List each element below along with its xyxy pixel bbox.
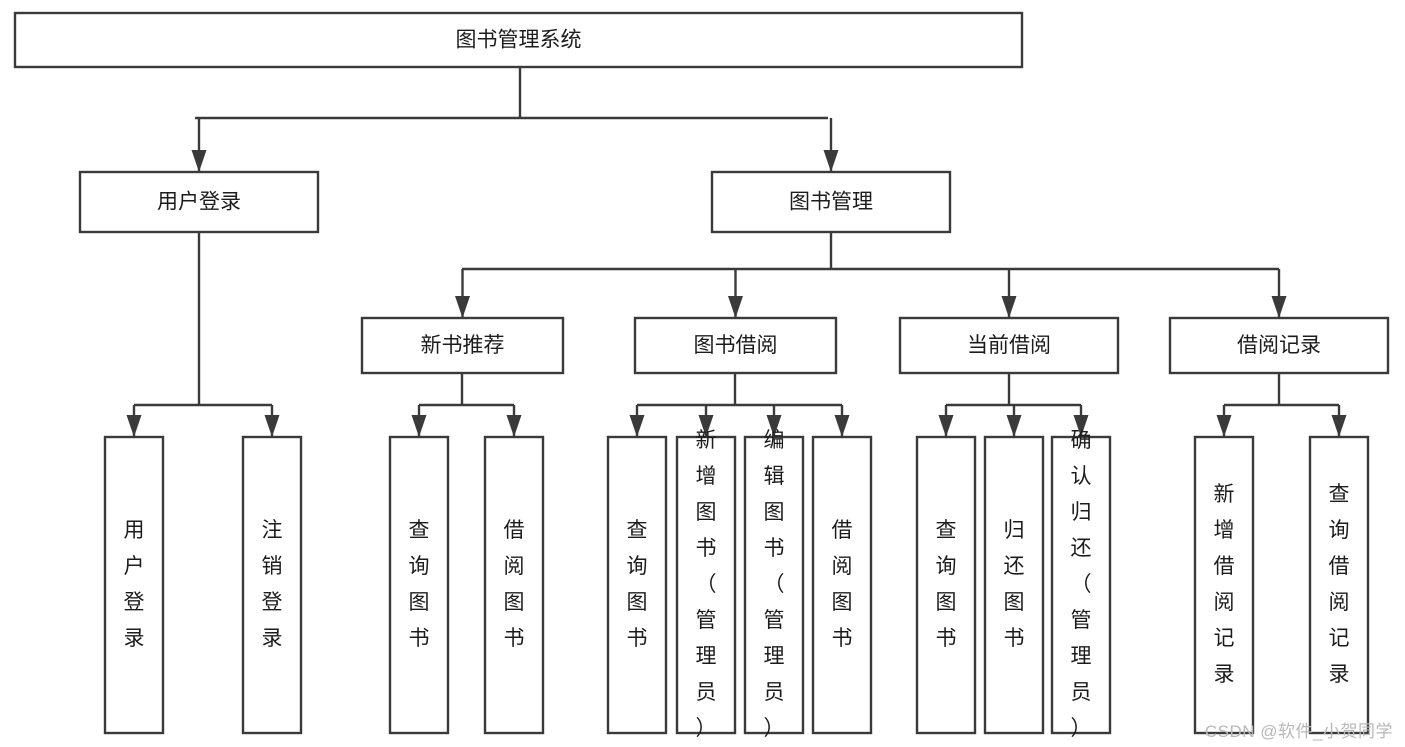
arrow-head-icon [728,296,743,318]
node-label-borrow-record: 借阅记录 [1237,334,1321,357]
node-label-current-borrow: 当前借阅 [967,334,1051,357]
node-label-book-borrow: 图书借阅 [694,334,778,357]
node-box-leaf-add-borrow-record[interactable] [1193,435,1255,735]
node-new-book-recommend[interactable]: 新书推荐 [360,316,565,375]
node-user-login[interactable]: 用户登录 [78,170,320,234]
arrow-head-icon [191,150,207,172]
arrow-head-icon [1006,415,1022,437]
node-box-leaf-query-borrow-record[interactable] [1308,435,1370,735]
node-box-leaf-confirm-return-admin[interactable] [1050,435,1112,735]
arrow-head-icon [1271,296,1287,318]
node-leaf-add-borrow-record[interactable]: 新增借阅记录 [1193,435,1255,735]
arrow-head-icon [766,415,782,437]
node-box-leaf-edit-book-admin[interactable] [743,435,805,735]
connector-layer [126,67,1347,437]
node-layer: 图书管理系统用户登录图书管理新书推荐图书借阅当前借阅借阅记录用户登录注销登录查询… [13,11,1390,740]
arrow-head-icon [506,415,522,437]
node-box-leaf-query-book-2[interactable] [606,435,668,735]
node-box-leaf-user-login[interactable] [103,435,165,735]
node-leaf-return-book[interactable]: 归还图书 [983,435,1045,735]
node-label-leaf-query-borrow-record: 查询借阅记录 [1329,483,1350,686]
node-box-user-login[interactable] [78,170,320,234]
arrow-head-icon [411,415,427,437]
arrow-head-icon [126,415,142,437]
node-box-leaf-query-book-1[interactable] [388,435,450,735]
node-box-new-book-recommend[interactable] [360,316,565,375]
node-label-leaf-borrow-book-1: 借阅图书 [504,519,525,650]
watermark-label: CSDN @软件_小贺同学 [1204,722,1393,741]
node-leaf-query-book-2[interactable]: 查询图书 [606,435,668,735]
node-label-book-manage: 图书管理 [789,191,873,214]
node-label-new-book-recommend: 新书推荐 [421,334,505,357]
arrow-head-icon [455,296,470,318]
node-box-leaf-user-logout[interactable] [241,435,303,735]
node-box-borrow-record[interactable] [1168,316,1390,375]
node-box-leaf-add-book-admin[interactable] [675,435,737,735]
node-leaf-edit-book-admin[interactable]: 编辑图书（管理员） [743,429,805,740]
node-box-root[interactable] [13,11,1024,69]
node-label-leaf-query-book-2: 查询图书 [627,519,648,650]
node-label-leaf-query-book-3: 查询图书 [936,519,957,650]
node-box-leaf-borrow-book-2[interactable] [811,435,873,735]
node-leaf-query-borrow-record[interactable]: 查询借阅记录 [1308,435,1370,735]
node-leaf-query-book-1[interactable]: 查询图书 [388,435,450,735]
node-leaf-query-book-3[interactable]: 查询图书 [915,435,977,735]
arrow-head-icon [629,415,645,437]
node-box-book-borrow[interactable] [633,316,838,375]
arrow-head-icon [823,150,839,172]
node-label-leaf-user-logout: 注销登录 [262,519,283,650]
node-label-root: 图书管理系统 [456,29,582,52]
node-label-leaf-return-book: 归还图书 [1004,519,1025,650]
node-box-leaf-return-book[interactable] [983,435,1045,735]
node-label-leaf-borrow-book-2: 借阅图书 [832,519,853,650]
arrow-head-icon [698,415,714,437]
node-book-manage[interactable]: 图书管理 [710,170,952,234]
arrow-head-icon [1001,296,1017,318]
node-label-leaf-confirm-return-admin: 确认归还（管理员） [1071,429,1092,740]
node-label-leaf-add-borrow-record: 新增借阅记录 [1214,483,1235,686]
node-box-book-manage[interactable] [710,170,952,234]
arrow-head-icon [1216,415,1232,437]
arrow-head-icon [938,415,954,437]
node-box-leaf-borrow-book-1[interactable] [483,435,545,735]
node-label-leaf-edit-book-admin: 编辑图书（管理员） [764,429,785,740]
node-leaf-user-login[interactable]: 用户登录 [103,435,165,735]
node-box-current-borrow[interactable] [898,316,1120,375]
arrow-head-icon [834,415,850,437]
node-box-leaf-query-book-3[interactable] [915,435,977,735]
node-leaf-user-logout[interactable]: 注销登录 [241,435,303,735]
arrow-head-icon [1331,415,1347,437]
arrow-head-icon [1073,415,1089,437]
node-current-borrow[interactable]: 当前借阅 [898,316,1120,375]
node-label-leaf-add-book-admin: 新增图书（管理员） [696,429,717,740]
node-leaf-confirm-return-admin[interactable]: 确认归还（管理员） [1050,429,1112,740]
node-label-leaf-user-login: 用户登录 [124,519,145,650]
node-leaf-add-book-admin[interactable]: 新增图书（管理员） [675,429,737,740]
node-leaf-borrow-book-1[interactable]: 借阅图书 [483,435,545,735]
node-borrow-record[interactable]: 借阅记录 [1168,316,1390,375]
node-leaf-borrow-book-2[interactable]: 借阅图书 [811,435,873,735]
node-root[interactable]: 图书管理系统 [13,11,1024,69]
node-label-user-login: 用户登录 [157,191,241,214]
node-book-borrow[interactable]: 图书借阅 [633,316,838,375]
arrow-head-icon [264,415,280,437]
node-label-leaf-query-book-1: 查询图书 [409,519,430,650]
